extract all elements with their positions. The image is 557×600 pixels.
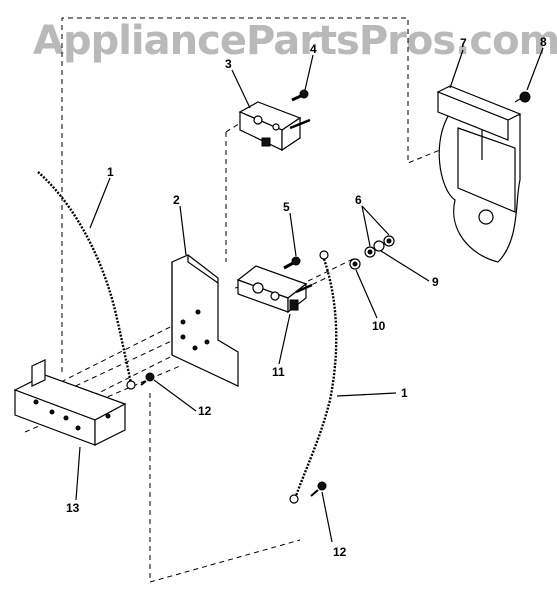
mounting-plate: [171, 254, 239, 387]
callout-2: 2: [173, 193, 180, 207]
callout-4: 4: [310, 42, 317, 56]
callout-12-left: 12: [198, 404, 212, 418]
bracket-nut: [514, 91, 531, 103]
callout-6: 6: [355, 193, 362, 207]
ground-screw-left: [140, 372, 155, 386]
screw-terminal: [283, 256, 301, 270]
leader-lines: [75, 47, 544, 543]
callout-9: 9: [432, 275, 439, 289]
callout-10: 10: [372, 319, 386, 333]
base-bracket: [13, 359, 127, 446]
callout-13: 13: [66, 501, 80, 515]
callout-5: 5: [283, 200, 290, 214]
watermark: AppliancePartsPros.com: [33, 18, 557, 64]
callout-8: 8: [540, 35, 547, 49]
terminal-block-upper: [238, 101, 311, 152]
ground-cable-lower: [289, 250, 338, 504]
callout-3: 3: [225, 57, 232, 71]
assembly-guide-lines: [24, 17, 441, 583]
callout-1-upper: 1: [107, 165, 114, 179]
cabinet-bracket: [436, 85, 522, 263]
ground-screw-lower: [310, 481, 327, 497]
screw-upper: [291, 89, 309, 102]
nut-set: [349, 235, 395, 270]
callout-11: 11: [272, 365, 285, 379]
callout-7: 7: [460, 36, 467, 50]
callout-labels: 1 2 3 4 5 6 7 8 9 10 11 1 12 12 13: [66, 35, 547, 559]
callout-12-lower: 12: [333, 545, 347, 559]
terminal-block-lower: [236, 265, 313, 314]
callout-1-lower: 1: [401, 386, 408, 400]
ground-cable-upper: [37, 171, 136, 390]
